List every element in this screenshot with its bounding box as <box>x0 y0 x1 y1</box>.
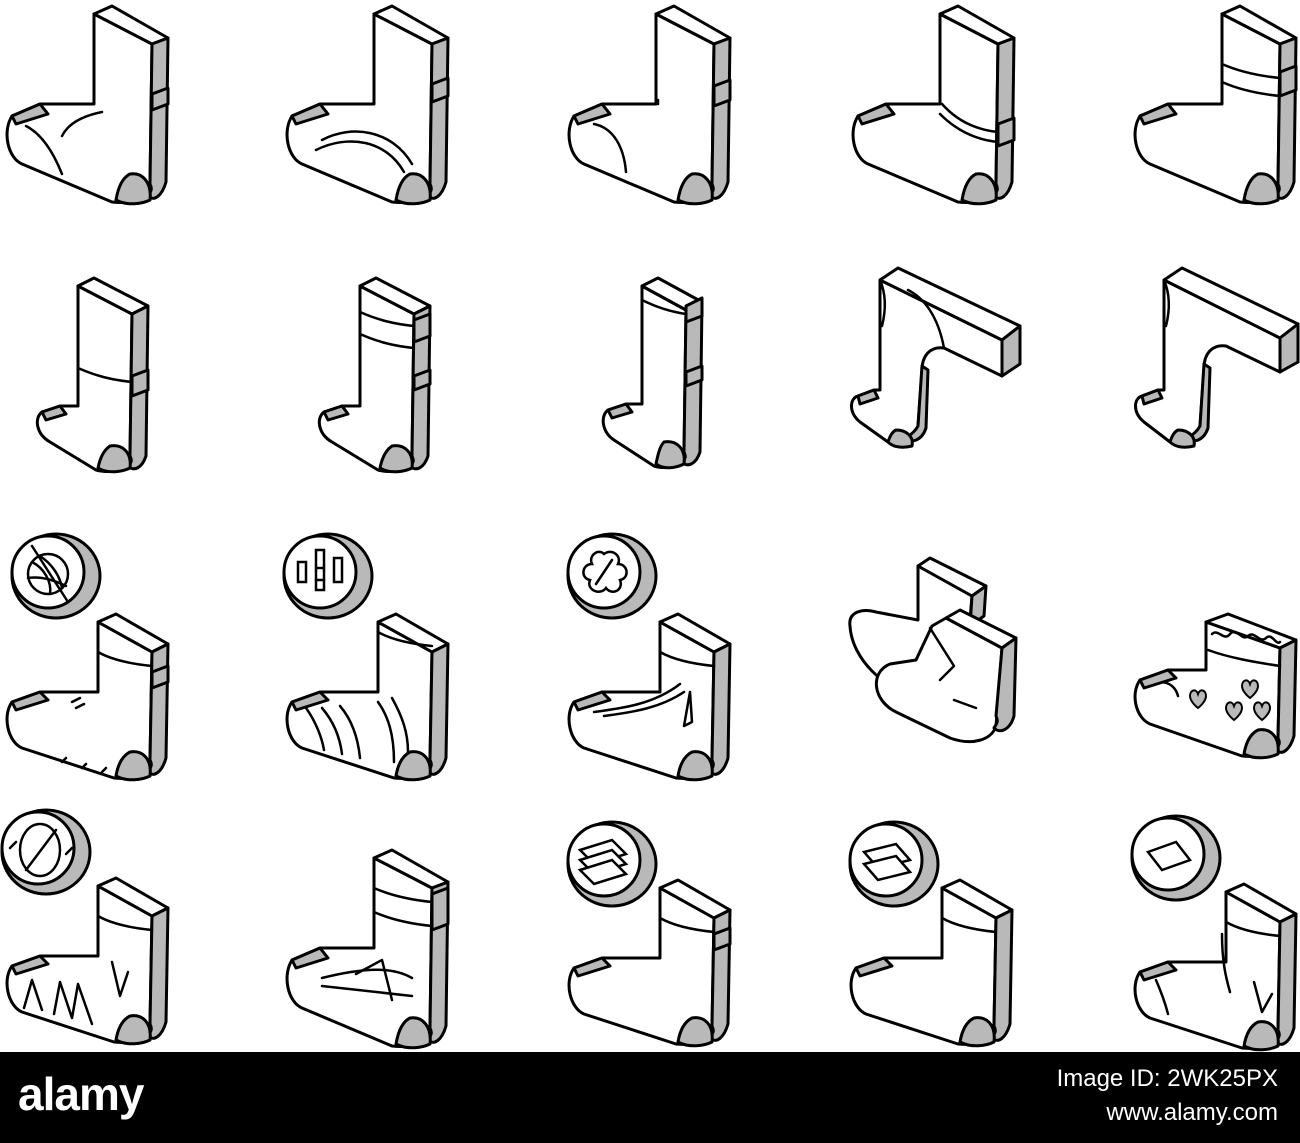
ankle-band-sock-icon <box>567 4 732 206</box>
knee-sock-icon <box>35 276 150 474</box>
top-band-sock-icon <box>1133 4 1298 206</box>
image-id-label: Image ID: 2WK25PX <box>1056 1065 1278 1092</box>
wool-sock-icon <box>5 532 170 782</box>
cotton-sock-icon <box>566 532 732 782</box>
crew-sock-icon <box>5 4 170 206</box>
double-layer-sock-icon <box>848 820 1014 1048</box>
over-knee-sock-icon <box>1134 266 1300 449</box>
thigh-high-sock-icon <box>850 266 1022 449</box>
stock-info: Image ID: 2WK25PX www.alamy.com <box>1057 1064 1278 1128</box>
anti-slip-sock-icon <box>0 808 170 1046</box>
bamboo-sock-icon <box>282 532 450 782</box>
heart-pattern-sock-icon <box>1133 612 1298 760</box>
site-url[interactable]: www.alamy.com <box>1106 1099 1278 1126</box>
striped-cuff-sock-icon <box>851 4 1016 206</box>
single-layer-sock-icon <box>1130 814 1298 1052</box>
compression-sock-icon <box>601 276 704 470</box>
running-sock-icon <box>285 848 450 1050</box>
footer-bar: alamy Image ID: 2WK25PX www.alamy.com <box>0 1052 1300 1143</box>
sock-icon-set-illustration <box>0 4 1300 1052</box>
football-sock-icon <box>317 276 432 474</box>
alamy-logo: alamy <box>18 1068 146 1120</box>
multi-layer-sock-icon <box>566 820 732 1048</box>
pair-of-socks-icon <box>848 556 1018 743</box>
alamy-logo-text: alamy <box>18 1068 145 1120</box>
sport-sock-icon <box>285 4 450 206</box>
